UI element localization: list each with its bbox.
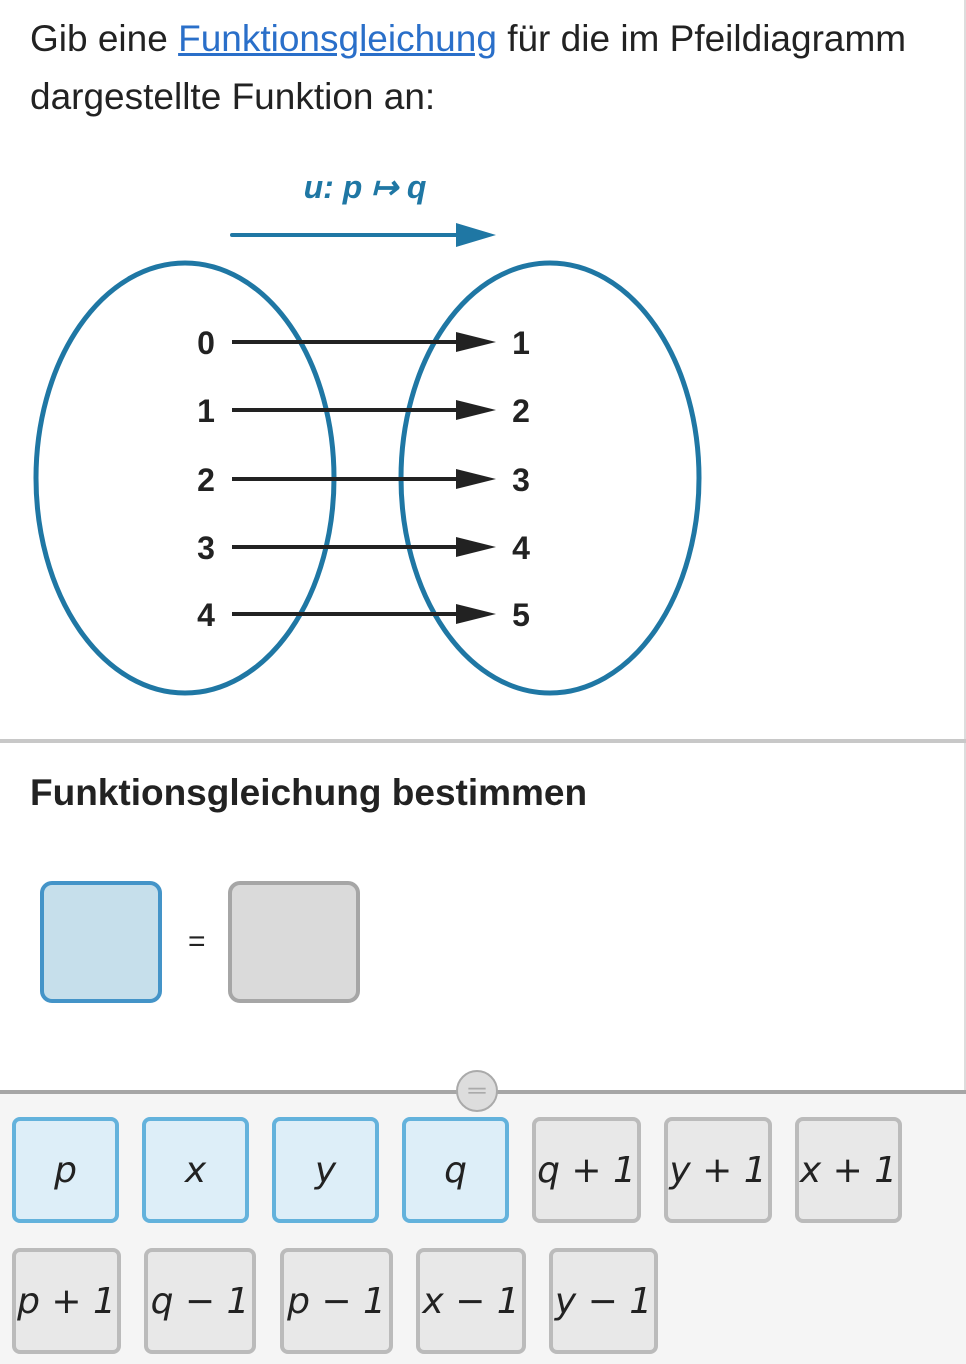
arrow-diagram: u: p ↦ q 0 1 1 2 2 3 3 4 4 5 — [33, 169, 702, 696]
funktionsgleichung-link[interactable]: Funktionsgleichung — [178, 18, 497, 59]
domain-value: 2 — [197, 462, 215, 498]
question-prefix: Gib eine — [30, 18, 179, 59]
answer-tile[interactable]: q − 1 — [144, 1248, 256, 1354]
answer-tile[interactable]: y − 1 — [549, 1248, 658, 1354]
mapping-arrow-head — [456, 223, 496, 247]
answer-tile[interactable]: y — [272, 1117, 379, 1223]
mapping-arrow-head — [456, 400, 496, 420]
left-answer-slot[interactable] — [40, 881, 162, 1003]
mapping-arrow-head — [456, 537, 496, 557]
codomain-value: 1 — [512, 325, 530, 361]
answer-tile[interactable]: x — [142, 1117, 249, 1223]
right-border — [964, 0, 966, 1360]
section-divider — [0, 739, 966, 743]
mapping-arrow-head — [456, 332, 496, 352]
mapping-arrow-head — [456, 604, 496, 624]
right-answer-slot[interactable] — [228, 881, 360, 1003]
answer-tile[interactable]: y + 1 — [664, 1117, 772, 1223]
codomain-value: 3 — [512, 462, 530, 498]
answer-tile[interactable]: p — [12, 1117, 119, 1223]
domain-value: 1 — [197, 393, 215, 429]
answer-tile[interactable]: q — [402, 1117, 509, 1223]
drag-handle-icon[interactable]: ═ — [456, 1070, 498, 1112]
answer-tile[interactable]: p + 1 — [12, 1248, 121, 1354]
codomain-value: 5 — [512, 597, 530, 633]
answer-tile[interactable]: x + 1 — [795, 1117, 902, 1223]
answer-tile[interactable]: p − 1 — [280, 1248, 393, 1354]
question-text: Gib eine Funktionsgleichung für die im P… — [30, 10, 930, 126]
mapping-arrow-head — [456, 469, 496, 489]
domain-value: 0 — [197, 325, 215, 361]
domain-value: 4 — [197, 597, 215, 633]
section-title: Funktionsgleichung bestimmen — [30, 772, 588, 813]
diagram-title: u: p ↦ q — [304, 169, 427, 205]
answer-tile[interactable]: q + 1 — [532, 1117, 641, 1223]
equals-sign: = — [188, 925, 206, 958]
codomain-value: 4 — [512, 530, 530, 566]
codomain-value: 2 — [512, 393, 530, 429]
domain-value: 3 — [197, 530, 215, 566]
answer-tile[interactable]: x − 1 — [416, 1248, 526, 1354]
question-suffix: für die im Pfeildiagramm dargestellte Fu… — [30, 18, 907, 117]
